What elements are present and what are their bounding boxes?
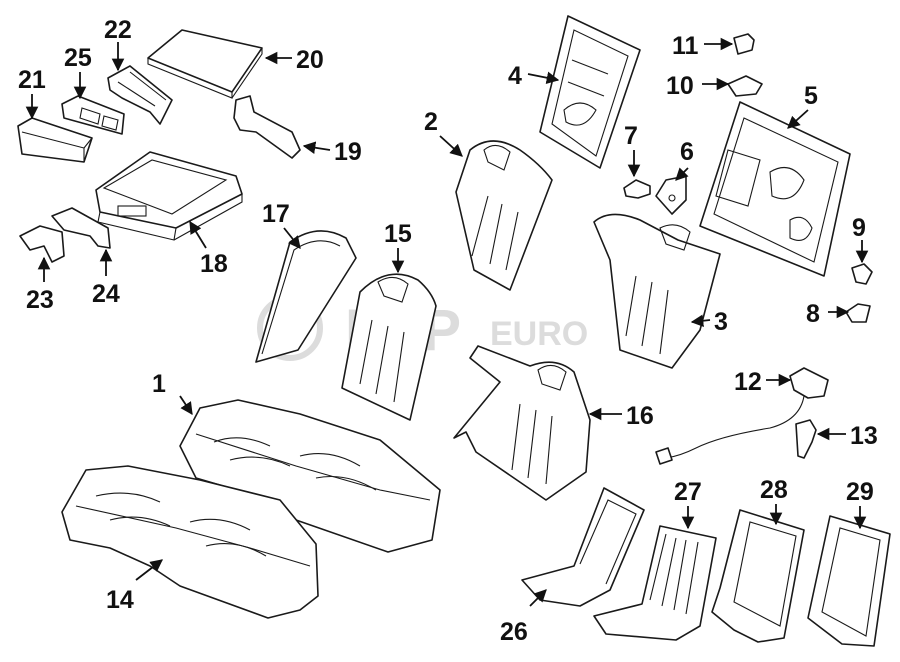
callout-2: 2 bbox=[424, 108, 438, 136]
callout-3: 3 bbox=[714, 308, 728, 336]
part-13-bolt bbox=[795, 419, 817, 459]
part-7-bolt bbox=[623, 179, 651, 199]
callout-19: 19 bbox=[334, 138, 362, 166]
callout-17: 17 bbox=[262, 200, 290, 228]
part-27-panel bbox=[593, 525, 717, 641]
part-25-bracket bbox=[61, 95, 125, 135]
part-4-frame bbox=[539, 15, 641, 169]
part-29-panel bbox=[807, 515, 891, 647]
part-15-backrest bbox=[341, 273, 437, 421]
callout-26: 26 bbox=[500, 618, 528, 646]
callout-8: 8 bbox=[806, 300, 820, 328]
part-9-pin bbox=[851, 263, 873, 285]
part-10-clip bbox=[727, 75, 763, 97]
part-20-pad bbox=[147, 29, 263, 99]
callout-14: 14 bbox=[106, 586, 134, 614]
part-28-panel bbox=[711, 509, 805, 643]
callout-20: 20 bbox=[296, 46, 324, 74]
callout-22: 22 bbox=[104, 16, 132, 44]
callout-27: 27 bbox=[674, 478, 702, 506]
callout-arrows bbox=[25, 37, 869, 607]
callout-11: 11 bbox=[672, 32, 699, 60]
callout-13: 13 bbox=[850, 422, 878, 450]
callout-28: 28 bbox=[760, 476, 788, 504]
part-3-backrest bbox=[593, 213, 721, 369]
part-11-screw bbox=[733, 33, 755, 55]
callout-1: 1 bbox=[152, 370, 166, 398]
callout-5: 5 bbox=[804, 82, 818, 110]
callout-25: 25 bbox=[64, 44, 92, 72]
callout-4: 4 bbox=[508, 62, 522, 90]
callout-7: 7 bbox=[624, 122, 638, 150]
part-17-bolster bbox=[255, 230, 357, 363]
callout-18: 18 bbox=[200, 250, 228, 278]
callout-10: 10 bbox=[666, 72, 694, 100]
callout-6: 6 bbox=[680, 138, 694, 166]
part-5-frame bbox=[699, 101, 851, 277]
part-24-clip bbox=[51, 207, 111, 249]
watermark-suffix: EURO bbox=[490, 315, 588, 353]
part-12-cable bbox=[655, 367, 829, 465]
callout-labels: 1 2 3 4 5 6 7 8 9 10 11 12 13 14 15 16 1… bbox=[18, 16, 878, 646]
callout-24: 24 bbox=[92, 280, 120, 308]
callout-9: 9 bbox=[852, 214, 866, 242]
part-21-block bbox=[17, 117, 93, 163]
part-26-panel bbox=[521, 487, 645, 607]
part-18-armrest bbox=[95, 151, 243, 241]
part-23-clip bbox=[19, 225, 65, 263]
callout-12: 12 bbox=[734, 368, 762, 396]
part-16-backrest bbox=[453, 345, 591, 501]
part-8-clip bbox=[845, 303, 871, 323]
callout-16: 16 bbox=[626, 402, 654, 430]
callout-23: 23 bbox=[26, 286, 54, 314]
part-2-backrest bbox=[455, 140, 553, 291]
callout-21: 21 bbox=[18, 66, 46, 94]
callout-29: 29 bbox=[846, 478, 874, 506]
part-19-bracket bbox=[233, 95, 301, 159]
part-6-bracket bbox=[655, 175, 687, 215]
part-22-bracket bbox=[107, 65, 173, 125]
callout-15: 15 bbox=[384, 220, 412, 248]
part-14-base bbox=[61, 465, 319, 619]
